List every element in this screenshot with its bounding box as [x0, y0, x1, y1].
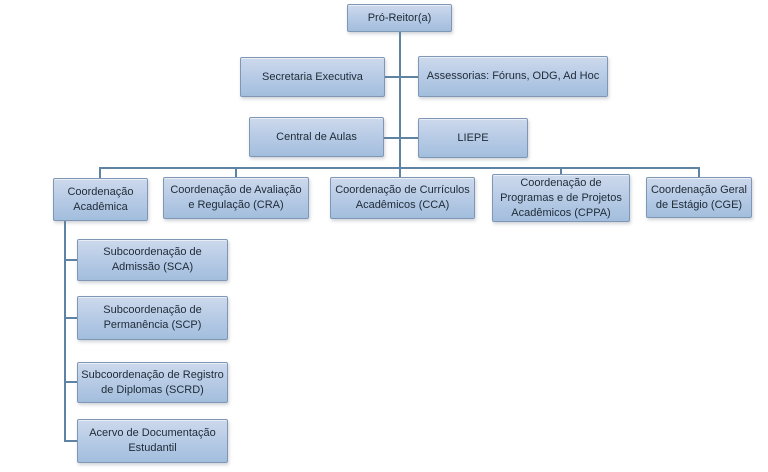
connector-level3-horizontal — [384, 137, 418, 139]
node-label: Programas e de Projetos — [500, 191, 622, 204]
node-label: Subcoordenação de — [103, 246, 202, 258]
node-label: Coordenação de Avaliação — [170, 184, 302, 196]
connector-stub-cge — [698, 167, 700, 177]
node-secretaria-executiva: Secretaria Executiva — [240, 57, 385, 97]
node-acervo: Acervo de Documentação Estudantil — [77, 419, 228, 463]
connector-stub-sca — [64, 259, 77, 261]
node-label: Acadêmicos (CPPA) — [511, 206, 611, 219]
connector-stub-acervo — [64, 440, 77, 442]
node-label: Estudantil — [128, 442, 177, 454]
node-cca: Coordenação de Currículos Acadêmicos (CC… — [330, 177, 475, 219]
node-assessorias: Assessorias: Fóruns, ODG, Ad Hoc — [418, 56, 608, 97]
node-central-de-aulas: Central de Aulas — [249, 117, 384, 157]
connector-stub-scp — [64, 317, 77, 319]
node-label: Subcoordenação de Registro — [81, 368, 224, 381]
connector-stub-academica — [99, 167, 101, 178]
connector-level2-horizontal — [385, 76, 418, 78]
node-label: de Estágio (CGE) — [655, 198, 743, 211]
connector-level4-horizontal — [99, 167, 699, 169]
connector-trunk-vertical — [399, 32, 401, 177]
node-label: e Regulação (CRA) — [188, 199, 284, 211]
node-label: Acadêmica — [73, 200, 128, 213]
node-scrd: Subcoordenação de Registro de Diplomas (… — [77, 362, 228, 403]
node-label: Assessorias: Fóruns, ODG, Ad Hoc — [426, 70, 600, 82]
connector-stub-scrd — [64, 381, 77, 383]
node-label: Permanência (SCP) — [103, 319, 202, 331]
node-sca: Subcoordenação de Admissão (SCA) — [77, 239, 228, 281]
node-label: Coordenação Geral — [650, 183, 747, 196]
node-label: Subcoordenação de — [103, 304, 202, 316]
connector-stub-cppa — [560, 167, 562, 174]
node-label: Coordenação — [67, 185, 134, 198]
node-liepe: LIEPE — [418, 118, 528, 158]
node-label: LIEPE — [457, 131, 489, 144]
connector-stub-cra — [235, 167, 237, 177]
node-label: Coordenação de Currículos — [335, 184, 470, 196]
node-cppa: Coordenação de Programas e de Projetos A… — [492, 174, 630, 222]
node-label: Acervo de Documentação — [89, 427, 216, 439]
node-coordenacao-academica: Coordenação Acadêmica — [53, 178, 148, 221]
node-cra: Coordenação de Avaliação e Regulação (CR… — [163, 177, 309, 219]
node-label: Coordenação de — [520, 176, 602, 189]
node-pro-reitor: Pró-Reitor(a) — [347, 4, 452, 32]
node-label: Central de Aulas — [276, 130, 357, 143]
node-label: Admissão (SCA) — [111, 261, 194, 273]
node-label: Secretaria Executiva — [262, 70, 363, 83]
node-scp: Subcoordenação de Permanência (SCP) — [77, 296, 228, 340]
node-label: Pró-Reitor(a) — [367, 11, 432, 24]
node-cge: Coordenação Geral de Estágio (CGE) — [646, 177, 752, 218]
node-label: Acadêmicos (CCA) — [355, 199, 450, 211]
connector-subtrunk-vertical — [64, 221, 66, 442]
node-label: de Diplomas (SCRD) — [101, 383, 204, 396]
